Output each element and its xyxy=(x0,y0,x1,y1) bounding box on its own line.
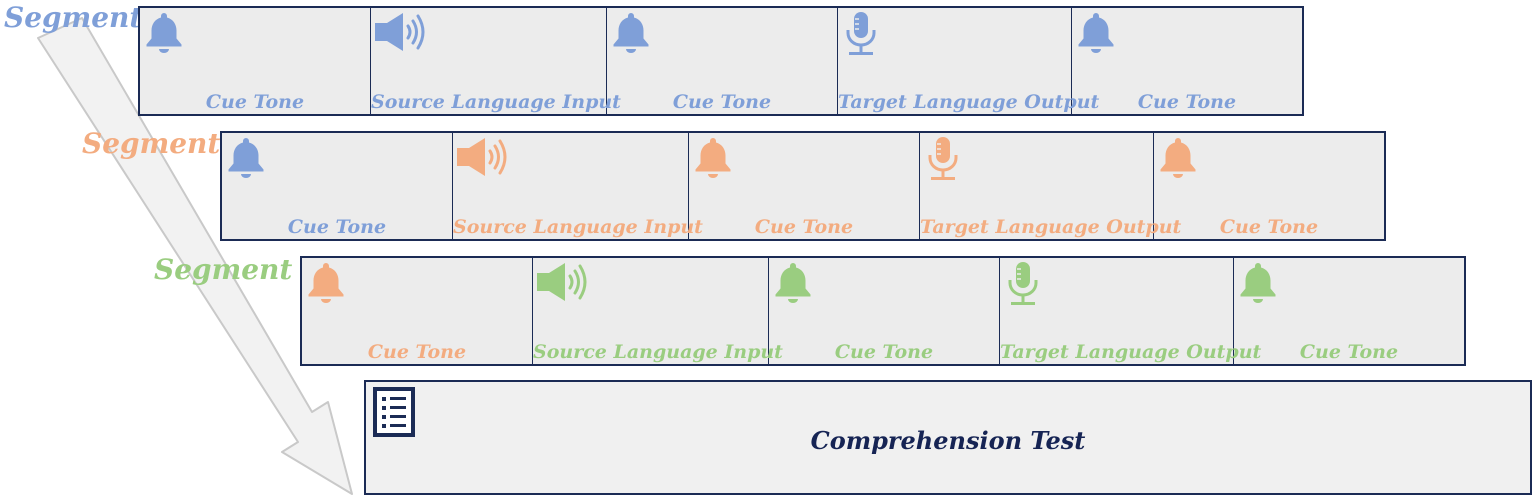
bell-icon xyxy=(691,135,735,179)
segment-cell: Source Language Input xyxy=(453,133,703,239)
cell-label: Source Language Input xyxy=(533,341,783,364)
comprehension-test-box: Comprehension Test xyxy=(364,380,1532,495)
segment-cell: Cue Tone xyxy=(302,258,533,364)
cell-label: Target Language Output xyxy=(838,91,1100,114)
segment-cell: Target Language Output xyxy=(920,133,1182,239)
segment-row: Cue Tone Source Language Input Cue Tone … xyxy=(138,6,1304,116)
cell-label: Cue Tone xyxy=(367,341,467,364)
segment-row: Cue Tone Source Language Input Cue Tone … xyxy=(220,131,1386,241)
microphone-icon xyxy=(1002,260,1046,305)
segment-cell: Cue Tone xyxy=(607,8,838,114)
segment-cell: Target Language Output xyxy=(838,8,1100,114)
speaker-icon xyxy=(535,260,587,304)
comprehension-test-label: Comprehension Test xyxy=(810,426,1086,455)
speaker-icon xyxy=(455,135,507,179)
segment-cell: Cue Tone xyxy=(140,8,371,114)
cell-label: Cue Tone xyxy=(672,91,772,114)
segment-row: Cue Tone Source Language Input Cue Tone … xyxy=(300,256,1466,366)
cell-label: Target Language Output xyxy=(1000,341,1262,364)
segment-cell: Source Language Input xyxy=(533,258,783,364)
bell-icon xyxy=(1236,260,1280,304)
bell-icon xyxy=(1074,10,1118,54)
bell-icon xyxy=(1156,135,1200,179)
cell-label: Cue Tone xyxy=(1137,91,1237,114)
segment-cell: Cue Tone xyxy=(1072,8,1302,114)
speaker-icon xyxy=(373,10,425,54)
bell-icon xyxy=(224,135,268,179)
cell-label: Source Language Input xyxy=(371,91,621,114)
cell-label: Cue Tone xyxy=(205,91,305,114)
segment-cell: Source Language Input xyxy=(371,8,621,114)
segment-cell: Cue Tone xyxy=(1234,258,1464,364)
cell-label: Cue Tone xyxy=(754,216,854,239)
segment-cell: Target Language Output xyxy=(1000,258,1262,364)
microphone-icon xyxy=(840,10,884,55)
cell-label: Target Language Output xyxy=(920,216,1182,239)
bell-icon xyxy=(609,10,653,54)
cell-label: Cue Tone xyxy=(1219,216,1319,239)
microphone-icon xyxy=(922,135,966,180)
segment-cell: Cue Tone xyxy=(769,258,1000,364)
segment-cell: Cue Tone xyxy=(689,133,920,239)
segment-cell: Cue Tone xyxy=(222,133,453,239)
cell-label: Cue Tone xyxy=(287,216,387,239)
bell-icon xyxy=(304,260,348,304)
bell-icon xyxy=(771,260,815,304)
segment-label: Segment N xyxy=(154,253,328,286)
segment-cell: Cue Tone xyxy=(1154,133,1384,239)
bell-icon xyxy=(142,10,186,54)
cell-label: Cue Tone xyxy=(834,341,934,364)
cell-label: Source Language Input xyxy=(453,216,703,239)
cell-label: Cue Tone xyxy=(1299,341,1399,364)
checklist-icon xyxy=(373,387,415,437)
